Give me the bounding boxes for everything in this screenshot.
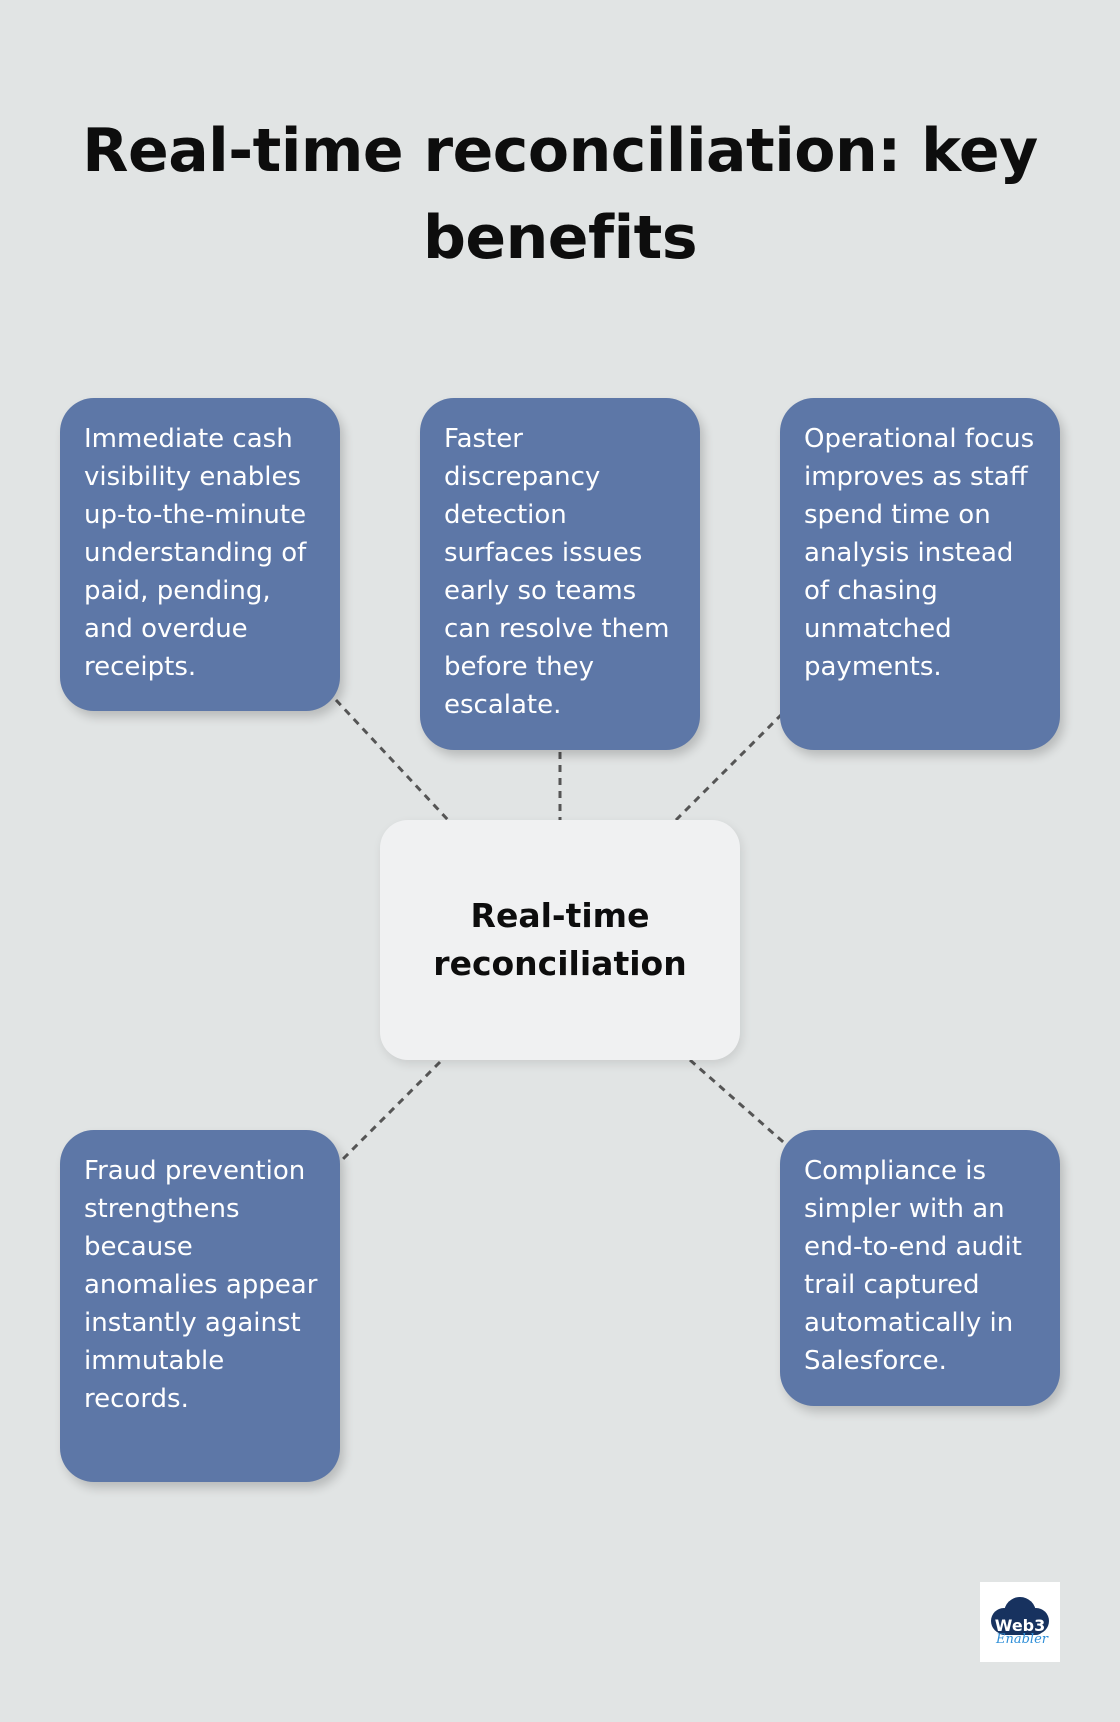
benefit-text: Fraud prevention strengthens because ano… [84, 1156, 318, 1414]
benefit-text: Immediate cash visibility enables up-to-… [84, 424, 307, 682]
connector-bottom-right [689, 1058, 791, 1150]
benefit-box-operational-focus: Operational focus improves as staff spen… [780, 398, 1060, 750]
center-node: Real-time reconciliation [380, 820, 740, 1060]
benefit-box-fraud-prevention: Fraud prevention strengthens because ano… [60, 1130, 340, 1482]
web3-enabler-logo: Web3 Enabler [980, 1582, 1060, 1662]
connector-bottom-left [334, 1060, 442, 1168]
benefit-text: Faster discrepancy detection surfaces is… [444, 424, 670, 720]
page-title: Real-time reconciliation: key benefits [82, 116, 1038, 273]
svg-text:Enabler: Enabler [995, 1632, 1049, 1647]
benefit-box-discrepancy-detection: Faster discrepancy detection surfaces is… [420, 398, 700, 750]
benefit-text: Compliance is simpler with an end-to-end… [804, 1156, 1022, 1376]
benefit-text: Operational focus improves as staff spen… [804, 424, 1035, 682]
center-label: Real-time reconciliation [433, 896, 687, 983]
benefit-box-cash-visibility: Immediate cash visibility enables up-to-… [60, 398, 340, 711]
benefit-box-compliance: Compliance is simpler with an end-to-end… [780, 1130, 1060, 1406]
svg-text:Web3: Web3 [995, 1616, 1046, 1635]
